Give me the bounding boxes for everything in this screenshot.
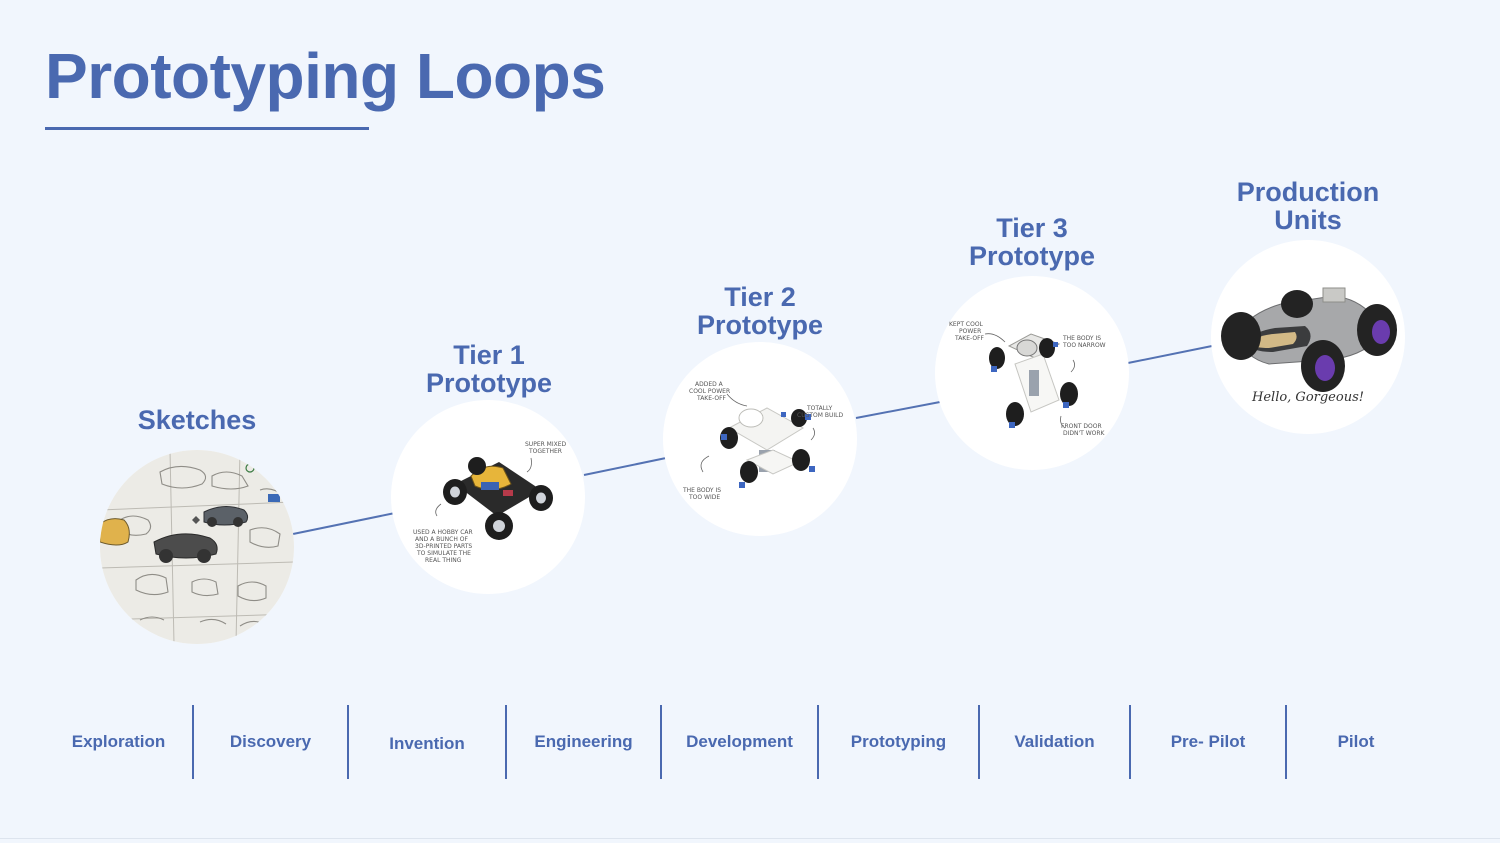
footer-rule <box>0 838 1500 839</box>
phase-divider <box>817 705 819 779</box>
phase-divider <box>192 705 194 779</box>
phase-engineering: Engineering <box>534 732 633 751</box>
phase-divider <box>1285 705 1287 779</box>
phase-divider <box>347 705 349 779</box>
svg-text:COOL POWER: COOL POWER <box>689 388 730 395</box>
svg-text:KEPT COOL: KEPT COOL <box>949 321 984 328</box>
phase-divider <box>978 705 980 779</box>
tier-1-car-icon: SUPER MIXED TOGETHER USED A HOBBY CAR AN… <box>413 441 567 564</box>
phase-pre-pilot: Pre- Pilot <box>1170 732 1246 751</box>
connector-line <box>583 457 667 476</box>
production-units-image: Hello, Gorgeous! <box>1211 240 1405 434</box>
phase-divider <box>1129 705 1131 779</box>
svg-text:USED A HOBBY CAR: USED A HOBBY CAR <box>413 529 473 536</box>
phase-invention: Invention <box>389 734 465 753</box>
svg-text:POWER: POWER <box>959 328 981 335</box>
svg-text:TAKE-OFF: TAKE-OFF <box>954 335 985 342</box>
sketch-drawings-icon <box>100 450 294 644</box>
svg-text:TOTALLY: TOTALLY <box>806 405 833 412</box>
connector-line <box>855 401 941 419</box>
title-underline <box>45 127 369 130</box>
svg-text:TO SIMULATE THE: TO SIMULATE THE <box>416 550 471 557</box>
svg-text:FRONT DOOR: FRONT DOOR <box>1061 423 1102 430</box>
production-car-icon <box>1221 287 1397 392</box>
stage-label-sketches: Sketches <box>137 405 257 435</box>
phase-divider <box>660 705 662 779</box>
production-caption: Hello, Gorgeous! <box>1252 390 1364 405</box>
connector-line <box>1127 345 1213 364</box>
tier-2-prototype-image: ADDED A COOL POWER TAKE-OFF TOTALLY CUST… <box>663 342 857 536</box>
svg-text:3D-PRINTED PARTS: 3D-PRINTED PARTS <box>415 543 472 550</box>
phase-divider <box>505 705 507 779</box>
svg-text:THE BODY IS: THE BODY IS <box>1062 335 1101 342</box>
phase-pilot: Pilot <box>1337 732 1375 751</box>
phase-prototyping: Prototyping <box>850 732 947 751</box>
phase-exploration: Exploration <box>71 732 166 751</box>
connector-line <box>292 512 396 535</box>
phase-development: Development <box>686 732 793 751</box>
svg-text:TAKE-OFF: TAKE-OFF <box>696 395 727 402</box>
tier-2-car-icon: ADDED A COOL POWER TAKE-OFF TOTALLY CUST… <box>682 381 843 501</box>
svg-text:ADDED A: ADDED A <box>695 381 724 388</box>
svg-text:REAL THING: REAL THING <box>425 557 462 564</box>
svg-text:TOO WIDE: TOO WIDE <box>688 494 720 501</box>
svg-text:SUPER MIXED: SUPER MIXED <box>525 441 567 448</box>
svg-text:CUSTOM BUILD: CUSTOM BUILD <box>797 412 843 419</box>
svg-text:TOGETHER: TOGETHER <box>528 448 562 455</box>
svg-text:TOO NARROW: TOO NARROW <box>1062 342 1106 349</box>
sketches-image <box>100 450 294 644</box>
phase-validation: Validation <box>1014 732 1095 751</box>
phase-discovery: Discovery <box>229 732 312 751</box>
tier-3-prototype-image: KEPT COOL POWER TAKE-OFF THE BODY IS TOO… <box>935 276 1129 470</box>
page-title: Prototyping Loops <box>45 40 606 112</box>
svg-text:DIDN'T WORK: DIDN'T WORK <box>1063 430 1106 437</box>
tier-3-car-icon: KEPT COOL POWER TAKE-OFF THE BODY IS TOO… <box>949 321 1106 437</box>
tier-1-prototype-image: SUPER MIXED TOGETHER USED A HOBBY CAR AN… <box>391 400 585 594</box>
svg-text:AND A BUNCH OF: AND A BUNCH OF <box>415 536 468 543</box>
svg-text:THE BODY IS: THE BODY IS <box>682 487 721 494</box>
